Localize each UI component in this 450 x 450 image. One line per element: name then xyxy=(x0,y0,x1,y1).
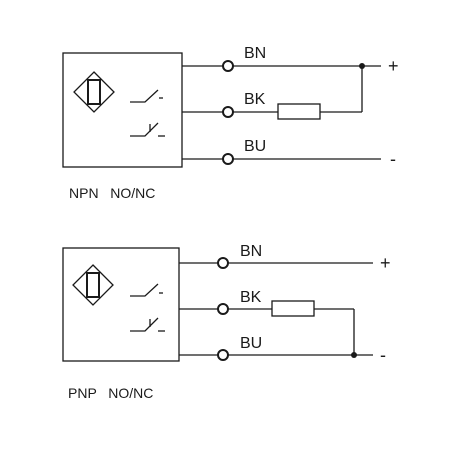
npn-label-bk: BK xyxy=(244,91,266,108)
pnp-no-contact-icon xyxy=(130,283,163,297)
npn-label-bn: BN xyxy=(244,45,266,62)
pnp-load-resistor xyxy=(271,300,315,317)
npn-load-resistor xyxy=(277,103,321,120)
npn-positive-sign: + xyxy=(388,56,399,76)
pnp-terminal-bn xyxy=(217,257,229,269)
npn-junction-dot xyxy=(359,63,365,69)
pnp-label-bk: BK xyxy=(240,289,262,306)
npn-sensor-symbol-icon xyxy=(73,71,115,113)
npn-terminal-bn xyxy=(222,60,234,72)
pnp-diagram: BN BK BU + - PNP NO/NC xyxy=(62,243,391,401)
npn-sensor-body xyxy=(62,52,183,168)
npn-terminal-bk xyxy=(222,106,234,118)
npn-no-contact-icon xyxy=(130,89,163,103)
npn-nc-contact-icon xyxy=(130,122,165,137)
npn-negative-sign: - xyxy=(390,149,396,169)
pnp-terminal-bk xyxy=(217,303,229,315)
pnp-sensor-symbol-icon xyxy=(72,264,114,306)
pnp-positive-sign: + xyxy=(380,253,391,273)
pnp-terminal-bu xyxy=(217,349,229,361)
npn-terminal-bu xyxy=(222,153,234,165)
pnp-sensor-body xyxy=(62,247,180,362)
npn-diagram: BN BK BU + - NPN NO/NC xyxy=(62,45,399,201)
npn-label-bu: BU xyxy=(244,138,266,155)
pnp-negative-sign: - xyxy=(380,345,386,365)
pnp-label-bn: BN xyxy=(240,243,262,260)
pnp-label-bu: BU xyxy=(240,335,262,352)
npn-caption: NPN NO/NC xyxy=(69,185,155,201)
pnp-caption: PNP NO/NC xyxy=(68,385,153,401)
pnp-nc-contact-icon xyxy=(130,317,165,332)
